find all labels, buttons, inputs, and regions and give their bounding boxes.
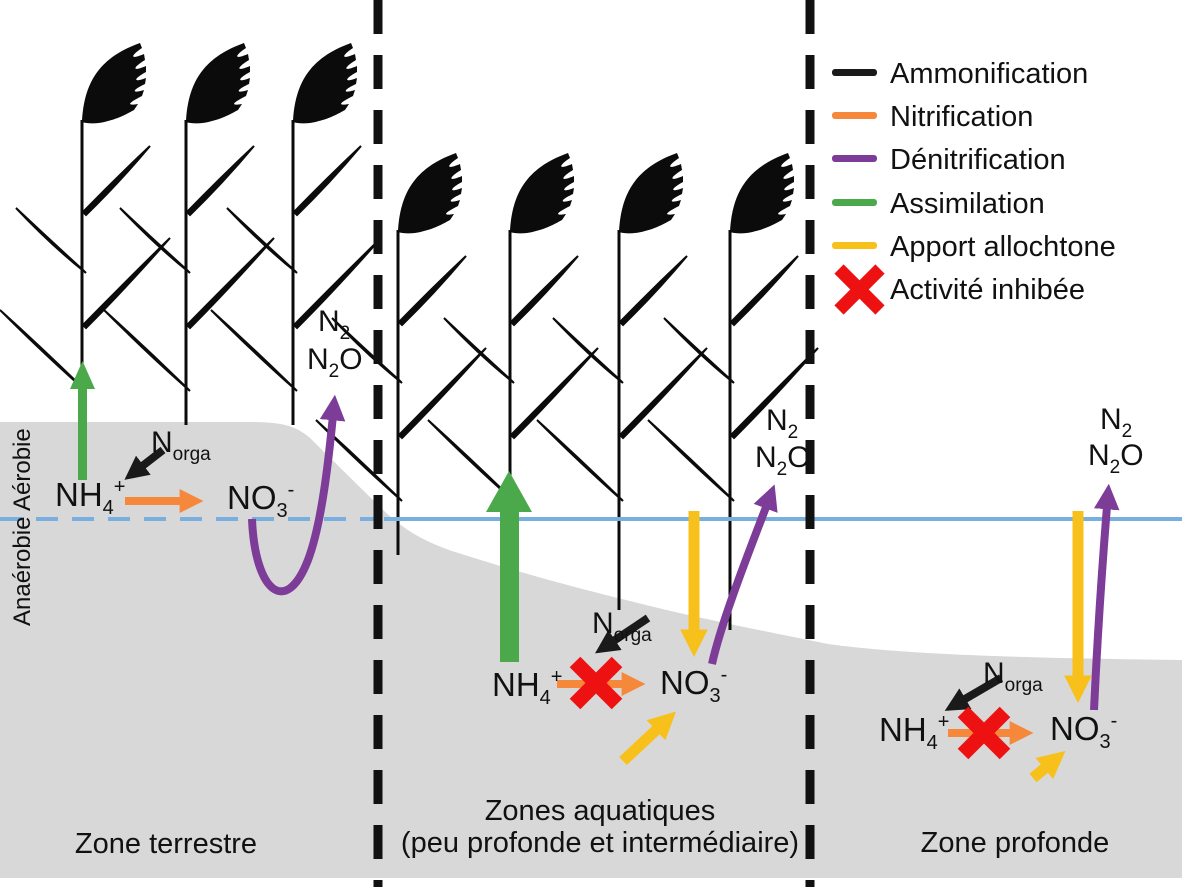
denitrification-arrow-deep [1090,483,1120,711]
legend-swatch-nitrification [832,112,877,119]
assimilation-arrow-aquatic [486,471,532,662]
zone-aquatique-label-line2: (peu profonde et intermédiaire) [401,827,799,859]
n2-label-aquatic: N2 [766,404,798,443]
denitrification-arrow-terrestrial [248,394,346,596]
ammonification-arrow-terrestrial [124,446,166,480]
norga-label-terrestrial: Norga [151,426,211,465]
legend-label-apport-allochtone: Apport allochtone [890,231,1116,263]
n2-label-terrestrial: N2 [318,305,350,344]
sediment-terrain [0,422,1182,878]
zone-terrestre-label: Zone terrestre [75,828,257,860]
n2-label-deep: N2 [1100,403,1132,442]
denitrification-arrow-aquatic [708,484,778,665]
assimilation-arrow-terrestrial [70,361,95,480]
legend-label-nitrification: Nitrification [890,101,1033,133]
nh4-label-aquatic: NH4+ [492,666,562,709]
apport-allochtone-arrow-deep-diagonal [1029,750,1066,783]
n2o-label-terrestrial: N2O [307,343,363,382]
legend-swatch-denitrification [832,155,877,162]
n2o-label-deep: N2O [1088,439,1144,478]
zone-profonde-label: Zone profonde [921,827,1110,859]
ammonification-arrow-deep [944,674,1004,711]
norga-label-aquatic: Norga [592,607,652,646]
legend-label-ammonification: Ammonification [890,58,1088,90]
no3-label-aquatic: NO3- [660,664,727,707]
ammonification-arrow-aquatic [595,614,651,654]
aerobic-axis-label: Aérobie [9,428,36,511]
norga-label-deep: Norga [983,657,1043,696]
nh4-label-deep: NH4+ [879,711,949,754]
inhibited-activity-x-aquatic [569,656,623,710]
legend-swatch-apport-allochtone [832,242,877,249]
legend-swatch-assimilation [832,199,877,206]
apport-allochtone-arrow-aquatic-diagonal [619,711,677,766]
legend-label-activite-inhibee: Activité inhibée [890,274,1085,306]
legend-label-assimilation: Assimilation [890,188,1045,220]
anaerobic-axis-label: Anaérobie [9,517,36,626]
legend-label-denitrification: Dénitrification [890,144,1066,176]
n2o-label-aquatic: N2O [755,441,811,480]
no3-label-deep: NO3- [1050,710,1117,753]
no3-label-terrestrial: NO3- [227,479,294,522]
legend-x-cross-icon [834,264,885,315]
legend-swatch-ammonification [832,69,877,76]
inhibited-activity-x-deep [957,706,1011,760]
legend: Ammonification Nitrification Dénitrifica… [832,58,1116,315]
zone-aquatique-label-line1: Zones aquatiques [485,795,716,827]
nh4-label-terrestrial: NH4+ [55,476,125,519]
